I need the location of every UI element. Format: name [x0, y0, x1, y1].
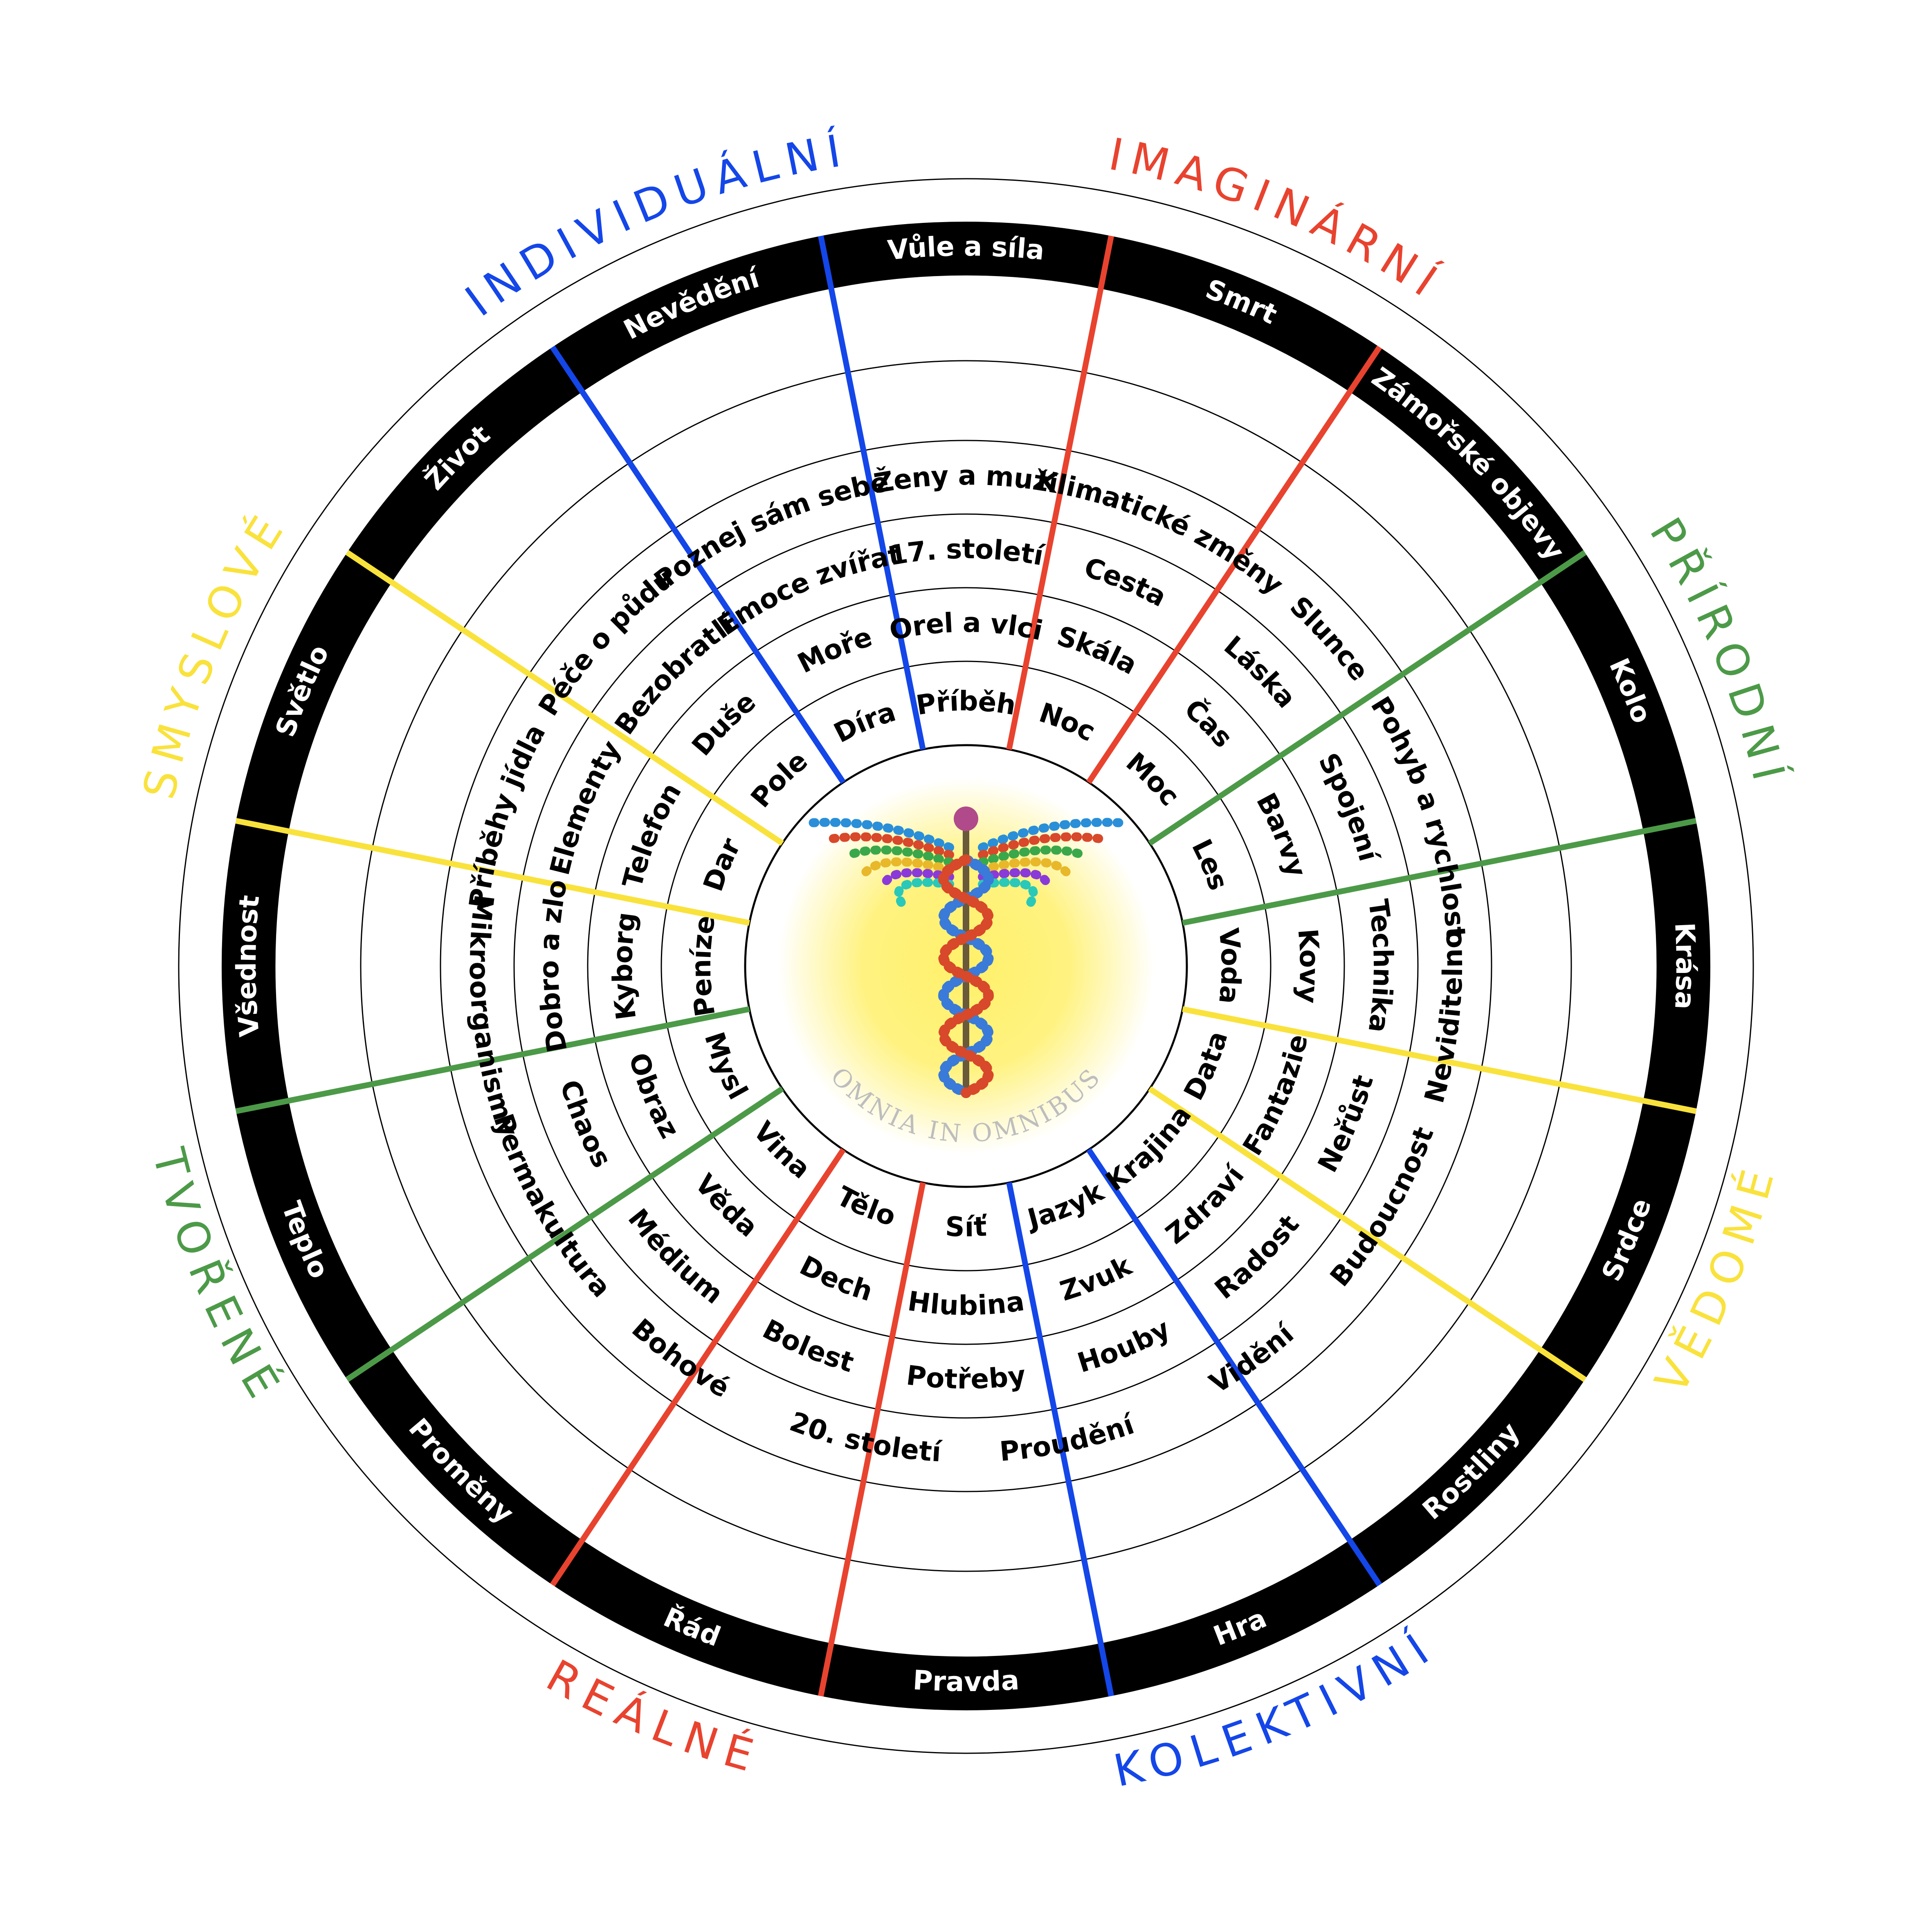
spoke-line	[345, 1086, 784, 1382]
category-spokes	[235, 235, 1697, 1697]
ring-label: Spojení	[1312, 748, 1385, 866]
wing-feather	[978, 845, 1089, 867]
ring-label: Díra	[829, 696, 899, 749]
spoke-line	[1182, 1006, 1697, 1114]
ring-label: Cesta	[1081, 551, 1172, 613]
ring-label: Zdraví	[1160, 1159, 1251, 1250]
ring-label: Proudění	[998, 1408, 1139, 1467]
spoke-line	[1006, 1182, 1114, 1697]
ring-label: Vidění	[1204, 1317, 1301, 1400]
wing-feather	[824, 832, 954, 859]
ring-label: Jazyk	[1023, 1175, 1110, 1235]
ring-circle	[274, 274, 1658, 1658]
ring-label: Elementy	[544, 735, 627, 878]
ring-label: Houby	[1074, 1313, 1175, 1379]
ring-label: Hlubina	[906, 1285, 1027, 1322]
spoke-line	[1148, 1086, 1587, 1382]
black-band	[222, 222, 1710, 1710]
ring-label: Voda	[1213, 926, 1247, 1005]
ring-label: Čas	[1178, 693, 1239, 754]
ring-label: Síť	[945, 1211, 988, 1243]
ring-circle	[660, 660, 1272, 1272]
spoke-line	[1086, 1148, 1382, 1587]
ring-label: Radost	[1209, 1209, 1305, 1305]
ring-label: Neřůst	[1312, 1072, 1379, 1177]
spoke-line	[1148, 550, 1587, 846]
ring-label: Technika	[1362, 897, 1399, 1035]
ring-label: Ženy a muži	[872, 460, 1060, 500]
ring-label: Kyborg	[607, 910, 643, 1022]
ring-label: Les	[1186, 834, 1234, 894]
spoke-line	[550, 1148, 846, 1587]
ring-label: Vina	[747, 1116, 816, 1185]
ring-label: Potřeby	[905, 1359, 1027, 1395]
ring-label: Láska	[1218, 630, 1302, 714]
ring-label: Obraz	[622, 1049, 685, 1144]
ring-circle	[513, 513, 1419, 1419]
spoke-line	[1182, 818, 1697, 926]
staff-orb	[954, 806, 978, 831]
ring-label: Věda	[689, 1168, 764, 1243]
spoke-line	[1006, 235, 1114, 750]
ring-label: Data	[1178, 1028, 1234, 1105]
ring-label: Moc	[1120, 746, 1186, 812]
ring-label: Skála	[1054, 620, 1142, 681]
ring-label: Médium	[622, 1203, 729, 1310]
ring-label: Mysl	[698, 1028, 754, 1105]
ring-label: Noc	[1035, 697, 1100, 748]
center-disc: OMNIA IN OMNIBUS	[778, 778, 1154, 1154]
ring-label: Kovy	[1292, 928, 1325, 1004]
band-label: Pravda	[912, 1664, 1020, 1698]
ring-label: Telefon	[616, 777, 687, 891]
wing-feather	[978, 868, 1052, 893]
spoke-line	[818, 235, 926, 750]
ring-label: Příběh	[914, 685, 1018, 721]
outer-circle	[178, 178, 1754, 1754]
spoke-line	[550, 345, 846, 784]
wing-feather	[978, 857, 1071, 876]
wing-feather	[843, 845, 954, 867]
ring-label: Moře	[793, 621, 876, 679]
ring-circle	[587, 587, 1345, 1345]
spoke-line	[345, 550, 784, 846]
ring-label: Dobro a zlo	[533, 877, 573, 1055]
snake	[938, 854, 994, 1098]
caduceus-icon	[806, 806, 1126, 1098]
band-label: Zámořské objevy	[1366, 361, 1571, 566]
ring-label: Peníze	[685, 913, 721, 1019]
ring-label: Orel a vlci	[887, 607, 1045, 647]
band-label: Vůle a síla	[886, 231, 1046, 266]
ring-label: Neviditelno	[1418, 929, 1469, 1106]
spoke-line	[818, 1182, 926, 1697]
ring-label: Pole	[745, 745, 813, 814]
wing-feather	[806, 818, 954, 852]
spoke-line	[235, 818, 750, 926]
ring-circle	[360, 360, 1572, 1572]
ring-label: Zvuk	[1056, 1249, 1137, 1307]
band-label: Všednost	[231, 894, 265, 1038]
wing-feather	[978, 818, 1126, 852]
wing-feather	[978, 832, 1108, 859]
wing-feather	[894, 878, 954, 909]
ring-label: Emoce zvířat	[712, 539, 904, 642]
wing-feather	[880, 868, 954, 893]
spoke-line	[235, 1006, 750, 1114]
band-label: Krása	[1669, 922, 1701, 1010]
ring-label: Dech	[795, 1249, 876, 1307]
wing-feather	[978, 878, 1038, 909]
ring-label: Slunce	[1284, 590, 1375, 687]
ring-label: Tělo	[831, 1180, 899, 1233]
ring-label: Dar	[697, 833, 747, 895]
ring-label: Fantazie	[1237, 1031, 1314, 1161]
ring-label: 17. století	[886, 533, 1047, 572]
wing-feather	[861, 857, 954, 876]
spoke-line	[1086, 345, 1382, 784]
ring-label: Barvy	[1250, 788, 1313, 881]
ring-circle	[440, 440, 1492, 1492]
